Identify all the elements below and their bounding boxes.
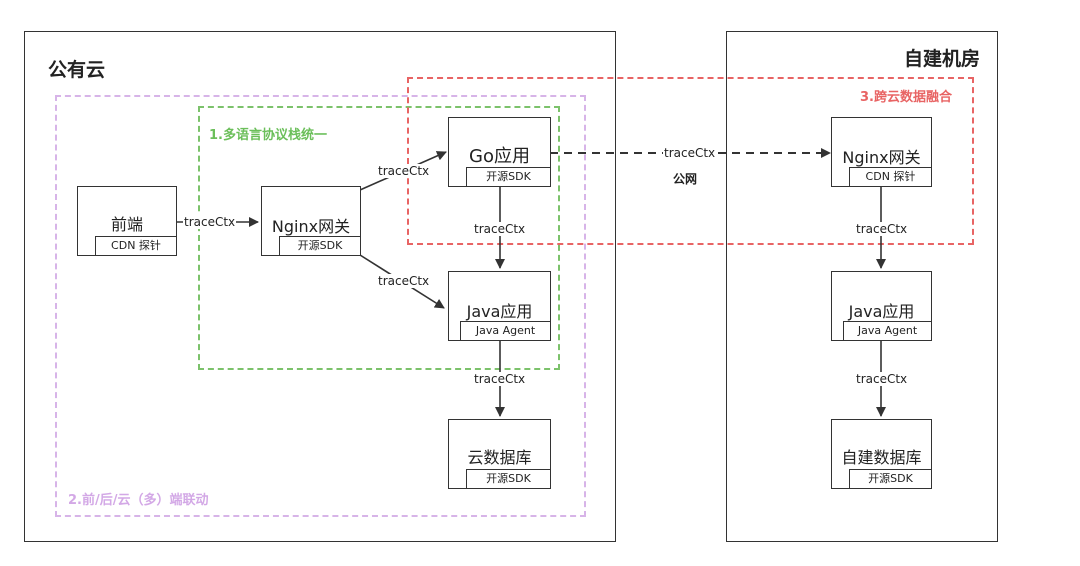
- zone-cross-cloud-label: 3.跨云数据融合: [860, 90, 952, 105]
- public-cloud-region: [24, 31, 616, 542]
- node-nginx-public: Nginx网关 开源SDK: [261, 186, 361, 256]
- edge-label-java-db-idc: traceCtx: [855, 372, 909, 386]
- public-cloud-title: 公有云: [48, 59, 106, 81]
- node-frontend: 前端 CDN 探针: [77, 186, 177, 256]
- self-idc-region: [726, 31, 998, 542]
- edge-label-nginx-go: traceCtx: [377, 164, 431, 178]
- node-nginx-public-name: Nginx网关: [271, 217, 351, 236]
- node-idc-db-tag: 开源SDK: [849, 469, 932, 489]
- node-frontend-tag: CDN 探针: [95, 236, 177, 256]
- node-nginx-idc-name: Nginx网关: [842, 148, 921, 167]
- node-java-idc-name: Java应用: [848, 302, 915, 321]
- node-java-idc-tag: Java Agent: [843, 321, 932, 341]
- node-java-public-name: Java应用: [466, 302, 533, 321]
- node-idc-db-name: 自建数据库: [841, 448, 922, 467]
- zone-cross-cloud: [407, 77, 974, 245]
- node-cloud-db: 云数据库 开源SDK: [448, 419, 551, 489]
- edge-label-frontend-nginx: traceCtx: [183, 215, 237, 229]
- node-java-idc: Java应用 Java Agent: [831, 271, 932, 341]
- zone-multi-lang-label: 1.多语言协议栈统一: [209, 128, 327, 143]
- edge-label-go-java: traceCtx: [473, 222, 527, 236]
- edge-label-java-db: traceCtx: [473, 372, 527, 386]
- node-cloud-db-name: 云数据库: [467, 448, 532, 467]
- node-go-app-tag: 开源SDK: [466, 167, 551, 187]
- node-nginx-public-tag: 开源SDK: [279, 236, 361, 256]
- network-label: 公网: [672, 172, 699, 186]
- node-nginx-idc: Nginx网关 CDN 探针: [831, 117, 932, 187]
- node-java-public: Java应用 Java Agent: [448, 271, 551, 341]
- self-idc-title: 自建机房: [904, 48, 981, 70]
- zone-multi-end-label: 2.前/后/云（多）端联动: [68, 493, 209, 508]
- node-go-app-name: Go应用: [469, 146, 530, 167]
- edge-label-nginx-java-idc: traceCtx: [855, 222, 909, 236]
- node-cloud-db-tag: 开源SDK: [466, 469, 551, 489]
- node-idc-db: 自建数据库 开源SDK: [831, 419, 932, 489]
- zone-multi-lang: [198, 106, 560, 370]
- node-go-app: Go应用 开源SDK: [448, 117, 551, 187]
- zone-multi-end: [55, 95, 586, 517]
- edge-label-go-nginx-idc: traceCtx: [663, 146, 717, 160]
- node-java-public-tag: Java Agent: [460, 321, 551, 341]
- node-nginx-idc-tag: CDN 探针: [849, 167, 932, 187]
- node-frontend-name: 前端: [110, 215, 143, 234]
- edge-label-nginx-java: traceCtx: [377, 274, 431, 288]
